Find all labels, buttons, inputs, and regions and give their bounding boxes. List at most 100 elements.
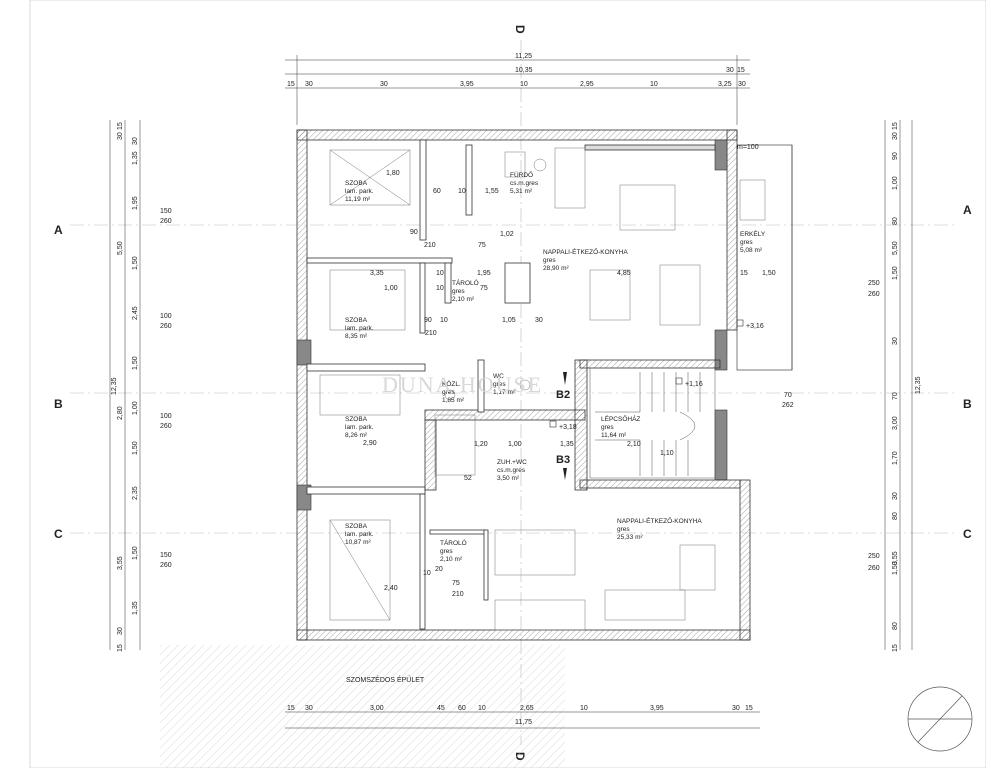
svg-text:NAPPALI-ÉTKEZŐ-KONYHA: NAPPALI-ÉTKEZŐ-KONYHA [617,516,702,525]
right-dim-value: 15 [892,122,899,130]
svg-text:5,31 m²: 5,31 m² [510,188,533,195]
inner-dim-value: 210 [452,591,464,598]
inner-dim-value: 1,55 [485,188,499,195]
inner-dim-value: 210 [425,330,437,337]
left-dimension-lines [109,120,141,650]
svg-text:gres: gres [493,381,506,388]
right-dim-value: 80 [892,512,899,520]
right-dim-value: 30 [892,337,899,345]
left-dim-value: 30 [132,137,139,145]
right-dim-value: 30 [892,492,899,500]
room-kozl: KÖZL. gres 1,85 m² [442,380,465,404]
right-dim-value: 3,00 [892,416,899,430]
svg-text:3,50 m²: 3,50 m² [497,475,520,482]
svg-text:25,33 m²: 25,33 m² [617,534,643,541]
svg-text:TÁROLÓ: TÁROLÓ [452,278,479,287]
svg-text:cs.m.gres: cs.m.gres [497,467,526,474]
inner-dim-value: 75 [452,580,460,587]
inner-dim-value: 10 [436,270,444,277]
svg-text:2,10 m²: 2,10 m² [452,296,475,303]
right-dim-value: 3,55 [892,551,899,565]
inner-dim-value: 2,40 [384,585,398,592]
svg-text:28,90 m²: 28,90 m² [543,265,569,272]
inner-dim-value: 1,00 [384,285,398,292]
svg-text:lam. park.: lam. park. [345,188,374,195]
inner-dim-value: 15 [740,270,748,277]
room-lepcsohaz: LÉPCSŐHÁZ gres 11,64 m² [601,414,640,439]
left-opening-dim: 260 [160,323,172,330]
inner-dim-value: 60 [433,188,441,195]
svg-text:1,17 m²: 1,17 m² [493,389,516,396]
inner-dim-value: 10 [440,317,448,324]
room-tarolo-2: TÁROLÓ gres 2,10 m² [440,538,467,563]
left-dim-value: 1,35 [132,151,139,165]
left-dim-value: 1,35 [132,601,139,615]
right-dimension-lines [884,120,913,650]
bottom-dimension-lines [285,711,760,729]
right-opening-dim: 70 [784,392,792,399]
inner-dim-value: 75 [480,285,488,292]
top-dim-value: 3,95 [460,81,474,88]
right-opening-dim: 260 [868,291,880,298]
sheet-frame [29,0,986,768]
left-dim-value: 2,80 [117,406,124,420]
apartment-b3-marker: B3 [556,454,570,480]
left-opening-dim: 100 [160,413,172,420]
bottom-dim-value: 10 [580,705,588,712]
bottom-dim-value: 15 [287,705,295,712]
right-dim-value: 70 [892,392,899,400]
inner-dim-value: 2,90 [363,440,377,447]
left-dim-overall: 12,35 [111,377,118,395]
room-szoba-2: SZOBA lam. park. 8,35 m² [345,317,374,340]
left-dim-value: 2,45 [132,306,139,320]
top-dim-value: 15 [287,81,295,88]
left-dim-col2: 301,351,951,502,451,501,001,502,351,501,… [132,137,139,615]
watermark-text: DUNA HOUSE [382,372,543,397]
right-dim-value: 5,50 [892,241,899,255]
axis-a-right: A [963,203,972,217]
left-dim-value: 1,95 [132,196,139,210]
axis-b-left: B [54,397,63,411]
svg-text:B2: B2 [556,389,570,401]
svg-text:lam. park.: lam. park. [345,531,374,538]
bottom-dim-value: 30 [305,705,313,712]
inner-dim-value: 1,35 [560,441,574,448]
left-opening-dim: 150 [160,552,172,559]
svg-text:ZUH.+WC: ZUH.+WC [497,459,527,466]
svg-text:SZOBA: SZOBA [345,180,368,187]
svg-text:gres: gres [543,257,556,264]
inner-dim-value: 1,95 [477,270,491,277]
top-dim-value: 30 [726,67,734,74]
inner-dim-value: 1,02 [500,231,514,238]
left-dim-value: 1,50 [132,356,139,370]
svg-text:gres: gres [601,424,614,431]
left-dim-value: 2,35 [132,486,139,500]
right-dim-value: 15 [892,644,899,652]
inner-dim-value: m=100 [737,144,759,151]
top-dim-value: 30 [305,81,313,88]
neighbor-building-hatch [160,645,565,768]
svg-text:SZOBA: SZOBA [345,523,368,530]
right-dim-value: 80 [892,622,899,630]
left-dim-value: 1,50 [132,256,139,270]
inner-dim-value: 75 [478,242,486,249]
top-dim-value: 15 [737,67,745,74]
section-lines-abc [70,224,955,534]
interior-walls [306,139,741,630]
room-erkely: ERKÉLY gres 5,08 m² [740,229,766,254]
right-dim-value: 90 [892,152,899,160]
furniture [319,147,766,631]
top-dim-overall: 11,25 [515,53,532,60]
svg-text:TÁROLÓ: TÁROLÓ [440,538,467,547]
right-dim-value: 30 [892,132,899,140]
svg-text:B3: B3 [556,454,570,466]
svg-text:gres: gres [617,526,630,533]
right-dim-overall: 12,35 [915,376,922,394]
inner-dim-value: 1,05 [502,317,516,324]
inner-dim-value: 1,50 [762,270,776,277]
bottom-dim-value: 3,00 [370,705,384,712]
left-dim-value: 30 [117,132,124,140]
top-dimension-lines [285,55,750,125]
svg-text:10,87 m²: 10,87 m² [345,539,371,546]
